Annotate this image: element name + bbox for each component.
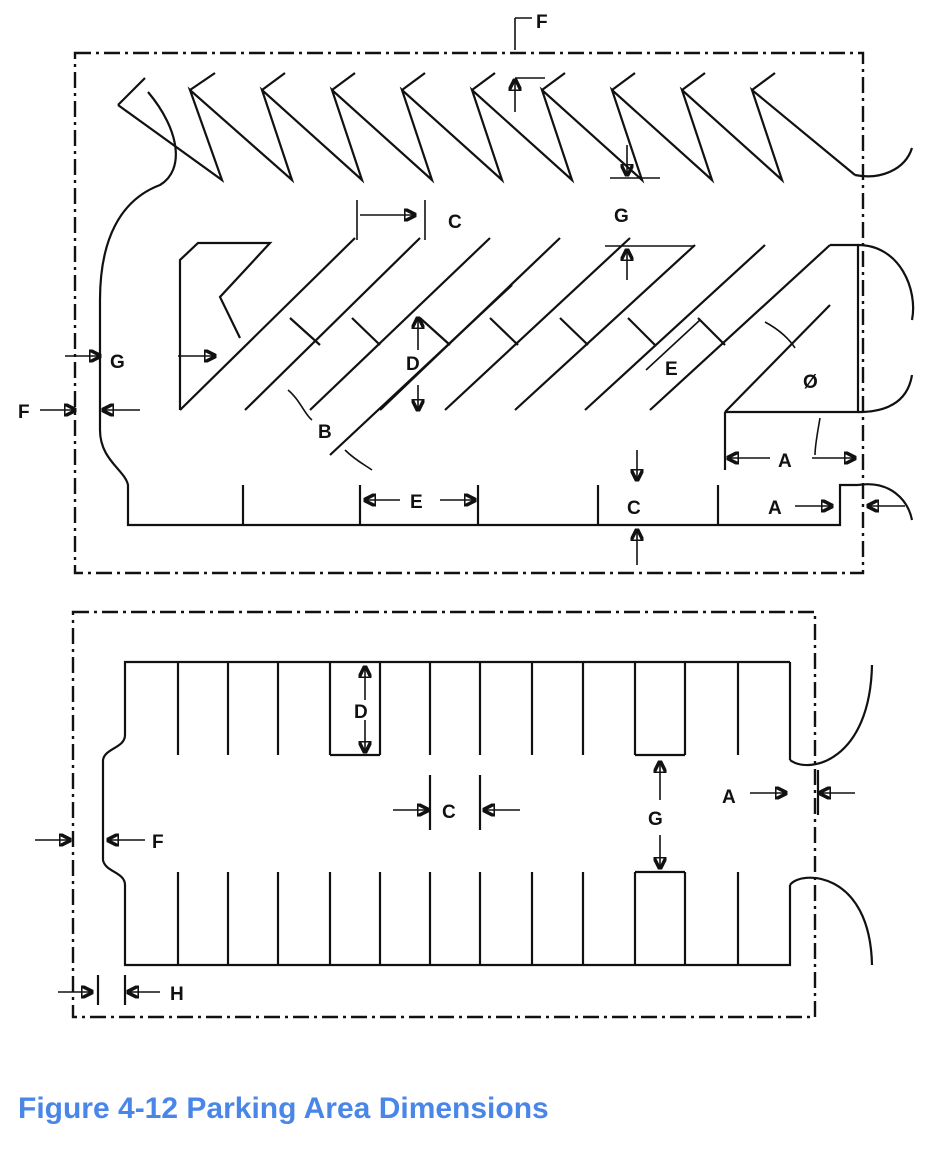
stall-line <box>649 244 831 411</box>
figure-caption: Figure 4-12 Parking Area Dimensions <box>18 1092 549 1125</box>
dim-b-arc <box>287 389 313 421</box>
island-edge <box>724 304 831 413</box>
stall-separator <box>419 317 451 346</box>
bottom-property-boundary <box>71 610 817 1019</box>
label-a-bottom: A <box>722 787 736 808</box>
label-f-top: F <box>536 12 548 33</box>
label-b: B <box>318 422 332 443</box>
stall-line <box>514 244 696 411</box>
label-f-left: F <box>18 402 30 423</box>
top-stall-row <box>117 86 856 184</box>
label-g-left: G <box>110 352 125 373</box>
stall-tip <box>331 72 356 91</box>
bottom-lot-curb <box>101 660 792 967</box>
dim-angle-arc <box>764 321 796 349</box>
right-entry-curve-top <box>854 147 914 178</box>
stall-separator <box>697 317 726 346</box>
right-entry-curve-bottom <box>857 483 914 521</box>
stall-tip <box>471 72 496 91</box>
label-g-top: G <box>614 206 629 227</box>
label-a-right: A <box>778 451 792 472</box>
perpendicular-parking-lot: D C G A F H <box>35 610 874 1019</box>
stall-separator <box>559 317 589 346</box>
label-e-bottom: E <box>410 492 423 513</box>
stall-tip <box>261 72 286 91</box>
right-entry-curve-mid <box>857 243 915 321</box>
label-d-top: D <box>406 354 420 375</box>
stall-line <box>444 237 631 411</box>
label-c-bottom: C <box>627 498 641 519</box>
stall-line <box>584 244 766 411</box>
label-c-top: C <box>448 212 462 233</box>
label-a-entry: A <box>768 498 782 519</box>
dim-b-arc <box>344 449 373 471</box>
stall-separator <box>489 317 519 346</box>
stall-separator <box>289 317 321 346</box>
stall-separator <box>351 317 381 346</box>
stall-line <box>179 237 356 411</box>
dim-e-diagonal <box>645 319 701 371</box>
stall-line <box>309 237 491 411</box>
central-island <box>178 241 273 410</box>
stall-tip <box>541 72 566 91</box>
label-d-bottom: D <box>354 702 368 723</box>
stall-line <box>329 284 513 456</box>
stall-tip <box>189 72 216 91</box>
dim-a-leader <box>814 417 821 456</box>
stall-tip <box>611 72 636 91</box>
angled-parking-lot: F C G G D F B E Ø E C A A <box>18 12 915 575</box>
bottom-entry-curve-top <box>789 664 874 767</box>
top-property-boundary <box>73 51 865 575</box>
stall-tip <box>401 72 426 91</box>
label-g-bottom: G <box>648 809 663 830</box>
stall-line <box>244 237 421 411</box>
right-triangle-island <box>725 243 860 414</box>
bottom-entry-curve-bottom <box>789 876 874 966</box>
right-entry-curve-low <box>857 374 914 414</box>
stall-tip <box>681 72 706 91</box>
lot-curb-outline <box>98 91 858 527</box>
label-angle: Ø <box>803 372 818 393</box>
top-row-back-edge <box>117 77 146 106</box>
label-e-diagonal: E <box>665 359 678 380</box>
label-f-bottom: F <box>152 832 164 853</box>
label-h: H <box>170 984 184 1005</box>
parking-area-diagram: F C G G D F B E Ø E C A A <box>18 12 915 1019</box>
stall-tip <box>751 72 776 91</box>
stall-separator <box>627 317 656 346</box>
label-c-bottom-lot: C <box>442 802 456 823</box>
